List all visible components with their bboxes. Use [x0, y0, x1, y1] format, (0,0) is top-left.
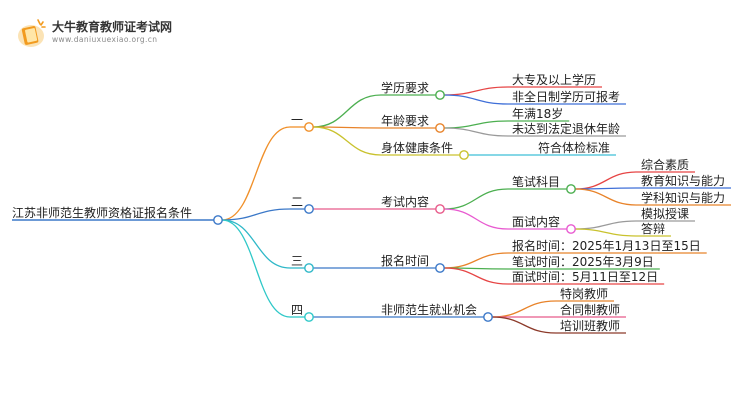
subtopic-2-0-2-label: 面试时间：5月11日至12日 [512, 270, 659, 284]
branch-1-node[interactable] [304, 204, 314, 214]
topic-0-2-node[interactable] [459, 150, 469, 160]
branch-2-node[interactable] [304, 263, 314, 273]
subtopic-2-0-0-label: 报名时间：2025年1月13日至15日 [512, 239, 701, 253]
subtopic-1-0-1-connector [443, 208, 509, 230]
subtopic-0-0-0-label: 大专及以上学历 [512, 73, 597, 87]
topic-0-2-label: 身体健康条件 [381, 141, 454, 155]
topic-0-0-node[interactable] [435, 90, 445, 100]
subtopic-1-0-0-connector [443, 188, 509, 210]
subtopic-0-1-1-connector [443, 127, 509, 137]
subtopic-0-1-1-label: 未达到法定退休年龄 [512, 122, 621, 136]
subtopic-2-0-1-label: 笔试时间：2025年3月9日 [512, 255, 654, 269]
subtopic-0-2-0-label: 符合体检标准 [538, 141, 611, 155]
topic-2-0-node[interactable] [435, 263, 445, 273]
topic-1-0-label: 考试内容 [381, 195, 430, 209]
topic-0-0-label: 学历要求 [381, 81, 430, 95]
leaf-1-0-0-1-label: 教育知识与能力 [641, 174, 726, 188]
leaf-1-0-0-2-connector [574, 188, 638, 206]
branch-2-label: 三 [291, 254, 304, 268]
leaf-1-0-1-1-connector [574, 228, 638, 237]
subtopic-1-0-1-label: 面试内容 [512, 215, 561, 229]
site-title: 大牛教育教师证考试网 [52, 20, 173, 34]
leaf-1-0-1-1-label: 答辩 [641, 222, 666, 236]
subtopic-0-0-1-connector [443, 94, 509, 105]
leaf-1-0-0-0-label: 综合素质 [641, 158, 690, 172]
site-url: www.daniuxuexiao.org.cn [52, 35, 158, 44]
topic-0-1-label: 年龄要求 [381, 114, 430, 128]
topic-2-0-label: 报名时间 [381, 254, 430, 268]
subtopic-0-1-0-connector [443, 120, 509, 129]
branch-1-label: 二 [291, 195, 304, 209]
book-logo-icon [18, 19, 46, 47]
subtopic-1-0-1-node[interactable] [566, 224, 576, 234]
topic-3-0-node[interactable] [483, 312, 493, 322]
subtopic-3-0-0-label: 特岗教师 [560, 287, 609, 301]
subtopic-0-1-0-label: 年满18岁 [512, 107, 564, 121]
leaf-1-0-0-0-connector [574, 171, 638, 190]
leaf-1-0-1-0-connector [574, 220, 638, 230]
root-node[interactable] [213, 215, 223, 225]
subtopic-0-0-0-connector [443, 86, 509, 96]
branch-0-label: 一 [291, 113, 304, 127]
topic-0-1-node[interactable] [435, 123, 445, 133]
branch-1-connector [221, 208, 291, 221]
topic-3-0-label: 非师范生就业机会 [381, 303, 478, 317]
subtopic-3-0-2-label: 培训班教师 [560, 319, 621, 333]
subtopic-1-0-0-label: 笔试科目 [512, 175, 561, 189]
subtopic-3-0-1-label: 合同制教师 [560, 303, 621, 317]
branch-3-label: 四 [291, 303, 304, 317]
topic-0-0-connector [312, 94, 382, 128]
subtopic-3-0-2-connector [491, 316, 557, 334]
subtopic-0-0-1-label: 非全日制学历可报考 [512, 90, 621, 104]
branch-3-connector [221, 219, 291, 318]
topic-1-0-node[interactable] [435, 204, 445, 214]
subtopic-2-0-2-connector [443, 267, 509, 285]
branch-0-node[interactable] [304, 122, 314, 132]
leaf-1-0-1-0-label: 模拟授课 [641, 207, 690, 221]
subtopic-3-0-0-connector [491, 300, 557, 318]
branch-3-node[interactable] [304, 312, 314, 322]
root-topic: 江苏非师范生教师资格证报名条件 [12, 206, 193, 220]
leaf-1-0-0-2-label: 学科知识与能力 [641, 191, 726, 205]
topic-0-2-connector [312, 126, 382, 156]
branch-2-connector [221, 219, 291, 269]
subtopic-2-0-0-connector [443, 252, 509, 269]
subtopic-1-0-0-node[interactable] [566, 184, 576, 194]
branch-0-connector [221, 126, 291, 221]
